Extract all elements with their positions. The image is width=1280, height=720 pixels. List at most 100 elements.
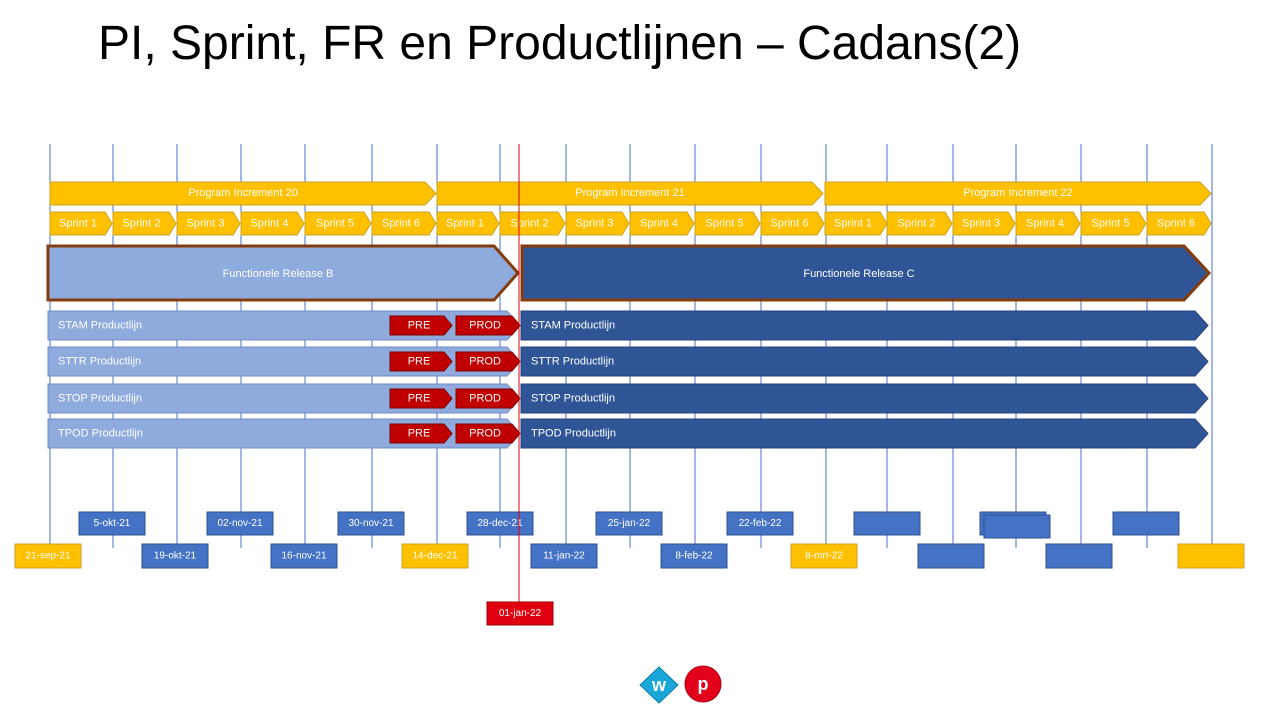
prod-label: PROD xyxy=(469,356,501,368)
sprint-label: Sprint 3 xyxy=(576,218,614,230)
product-line-right-label: STAM Productlijn xyxy=(531,320,615,332)
product-line-right-arrow xyxy=(520,346,1209,377)
program-increment-label: Program Increment 20 xyxy=(188,187,297,199)
date-box xyxy=(337,511,405,536)
date-box xyxy=(1045,543,1113,569)
date-box xyxy=(1112,511,1180,536)
date-box xyxy=(726,511,794,536)
date-label: 14-dec-21 xyxy=(412,551,457,562)
date-box-overlap xyxy=(983,514,1051,539)
functional-release-c-label: Functionele Release C xyxy=(803,268,914,280)
page-title: PI, Sprint, FR en Productlijnen – Cadans… xyxy=(98,17,1022,70)
sprint-label: Sprint 4 xyxy=(1026,218,1064,230)
date-box xyxy=(401,543,469,569)
sprint-label: Sprint 2 xyxy=(898,218,936,230)
sprint-label: Sprint 6 xyxy=(1157,218,1195,230)
date-box xyxy=(1177,543,1245,569)
pre-marker xyxy=(389,315,453,336)
prod-marker xyxy=(455,423,521,444)
sprint-arrow xyxy=(436,211,500,236)
date-label: 16-nov-21 xyxy=(281,551,326,562)
sprint-label: Sprint 6 xyxy=(382,218,420,230)
sprint-label: Sprint 5 xyxy=(706,218,744,230)
date-label: 28-dec-21 xyxy=(477,518,522,529)
prod-marker xyxy=(455,388,521,409)
date-box xyxy=(660,543,728,569)
program-increment-arrow xyxy=(49,181,437,206)
sprint-label: Sprint 2 xyxy=(123,218,161,230)
sprint-arrow xyxy=(886,211,953,236)
date-box xyxy=(853,511,921,536)
sprint-arrow xyxy=(824,211,888,236)
sprint-arrow xyxy=(952,211,1016,236)
sprint-label: Sprint 1 xyxy=(446,218,484,230)
sprint-arrow xyxy=(1080,211,1147,236)
date-label: 8-mrt-22 xyxy=(805,551,843,562)
program-increment-arrow xyxy=(824,181,1212,206)
program-increment-label: Program Increment 22 xyxy=(963,187,1072,199)
pre-label: PRE xyxy=(408,356,431,368)
sprint-arrow xyxy=(304,211,372,236)
product-line-right-arrow xyxy=(520,383,1209,414)
date-label: 21-sep-21 xyxy=(25,551,70,562)
sprint-arrow xyxy=(499,211,566,236)
date-label: 25-jan-22 xyxy=(608,518,651,529)
sprint-arrow xyxy=(240,211,305,236)
sprint-arrow xyxy=(629,211,695,236)
sprint-arrow xyxy=(371,211,437,236)
product-line-left-label: STTR Productlijn xyxy=(58,356,141,368)
date-box xyxy=(141,543,209,569)
sprint-arrow xyxy=(565,211,630,236)
product-line-right-arrow xyxy=(520,418,1209,449)
product-line-left-label: TPOD Productlijn xyxy=(58,428,143,440)
product-line-right-label: STTR Productlijn xyxy=(531,356,614,368)
date-box xyxy=(595,511,663,536)
p-logo-letter: p xyxy=(698,674,709,694)
product-line-right-label: TPOD Productlijn xyxy=(531,428,616,440)
date-box xyxy=(14,543,82,569)
w-logo-icon xyxy=(639,666,679,704)
prod-label: PROD xyxy=(469,320,501,332)
product-line-right-label: STOP Productlijn xyxy=(531,393,615,405)
pre-label: PRE xyxy=(408,428,431,440)
date-box xyxy=(917,543,985,569)
sprint-arrow xyxy=(112,211,177,236)
date-box xyxy=(466,511,534,536)
program-increment-arrow xyxy=(436,181,824,206)
date-label: 11-jan-22 xyxy=(543,551,585,562)
date-box xyxy=(78,511,146,536)
sprint-label: Sprint 1 xyxy=(834,218,872,230)
date-label: 19-okt-21 xyxy=(154,551,197,562)
sprint-arrow xyxy=(1015,211,1081,236)
date-box xyxy=(790,543,858,569)
product-line-left-label: STAM Productlijn xyxy=(58,320,142,332)
sprint-label: Sprint 3 xyxy=(962,218,1000,230)
sprint-arrow xyxy=(694,211,761,236)
date-label: 30-nov-21 xyxy=(348,518,393,529)
date-label: 5-okt-21 xyxy=(94,518,131,529)
prod-marker xyxy=(455,315,521,336)
date-box xyxy=(206,511,274,536)
pre-label: PRE xyxy=(408,320,431,332)
today-box xyxy=(486,601,554,626)
sprint-label: Sprint 4 xyxy=(251,218,289,230)
today-label: 01-jan-22 xyxy=(499,608,542,619)
sprint-arrow xyxy=(1146,211,1212,236)
sprint-label: Sprint 4 xyxy=(640,218,678,230)
date-box xyxy=(530,543,598,569)
sprint-label: Sprint 3 xyxy=(187,218,225,230)
prod-marker xyxy=(455,351,521,372)
sprint-label: Sprint 1 xyxy=(59,218,97,230)
date-label: 8-feb-22 xyxy=(675,551,713,562)
pre-marker xyxy=(389,351,453,372)
functional-release-b-arrow xyxy=(46,244,521,302)
date-label: 02-nov-21 xyxy=(217,518,262,529)
pre-marker xyxy=(389,388,453,409)
product-line-left-label: STOP Productlijn xyxy=(58,393,142,405)
sprint-label: Sprint 6 xyxy=(771,218,809,230)
sprint-label: Sprint 5 xyxy=(1092,218,1130,230)
prod-label: PROD xyxy=(469,428,501,440)
date-box xyxy=(270,543,338,569)
functional-release-b-label: Functionele Release B xyxy=(223,268,334,280)
